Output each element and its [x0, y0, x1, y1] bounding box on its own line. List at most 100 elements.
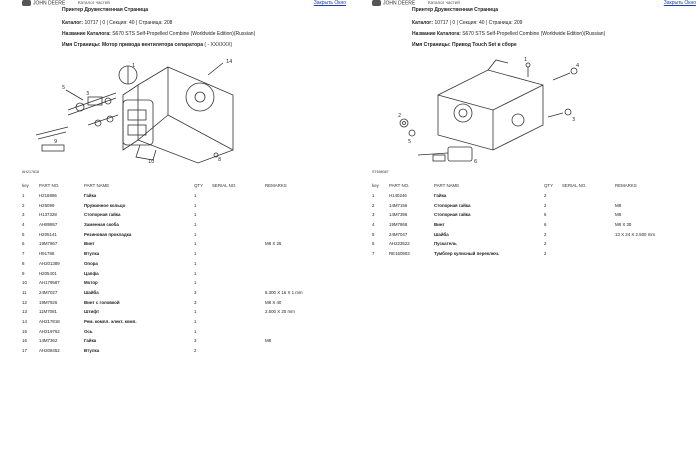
cell-remarks	[265, 210, 322, 220]
cell-serial-no	[212, 239, 265, 249]
catalog-name-line: Название Каталога: S670 STS Self-Propell…	[412, 31, 606, 37]
cell-key: 16	[22, 338, 27, 344]
cell-qty: 1	[194, 241, 197, 247]
cell-part-no: H140246	[389, 193, 407, 199]
cell-remarks	[265, 317, 322, 327]
cell-key: 1	[372, 193, 375, 199]
cell-part-name: Втулка	[84, 251, 100, 257]
cell-qty: 2	[544, 193, 547, 199]
catalog-line: Каталог: 10717 | 0 | Секция: 40 | Страни…	[62, 20, 173, 26]
table-header-row: key PART NO. PART NAME QTY SERIAL NO. RE…	[22, 181, 322, 191]
cell-part-name: Гайка	[84, 193, 97, 199]
cell-qty: 3	[194, 338, 197, 344]
cell-serial-no	[212, 220, 265, 230]
cell-remarks	[615, 191, 672, 201]
cell-serial-no	[212, 210, 265, 220]
cell-part-name: Винт с головкой	[84, 299, 120, 305]
cell-remarks: M8 X 40	[265, 299, 282, 305]
cell-part-no: H25099	[39, 202, 55, 208]
col-qty: QTY	[194, 183, 204, 189]
cell-serial-no	[212, 336, 265, 346]
cell-part-no: AH201389	[39, 260, 60, 266]
cell-remarks	[265, 278, 322, 288]
cell-remarks	[265, 249, 322, 259]
cell-part-name: Гайка	[434, 193, 447, 199]
svg-text:3: 3	[572, 117, 575, 123]
svg-text:14: 14	[226, 59, 232, 65]
cell-serial-no	[562, 210, 615, 220]
svg-text:1: 1	[132, 63, 135, 69]
cell-part-name: Опора	[84, 260, 98, 266]
cell-part-no: 14M7156	[389, 202, 408, 208]
cell-key: 14	[22, 318, 27, 324]
cell-part-name: Винт	[434, 222, 445, 228]
top-line: Каталог частей	[78, 0, 110, 5]
svg-text:5: 5	[62, 85, 65, 91]
cell-part-name: Рем. компл. элект. комп.	[84, 318, 137, 324]
cell-qty: 1	[194, 270, 197, 276]
cell-remarks: 2.500 X 20 mm	[265, 309, 295, 315]
cell-remarks	[265, 268, 322, 278]
deer-logo-icon	[22, 0, 31, 6]
cell-qty: 1	[194, 193, 197, 199]
close-window-link[interactable]: Закрыть Окно	[313, 0, 346, 6]
cell-key: 3	[22, 212, 25, 218]
cell-key: 8	[22, 260, 25, 266]
cell-serial-no	[212, 259, 265, 269]
cell-key: 6	[22, 241, 25, 247]
cell-part-no: H216886	[39, 193, 57, 199]
cell-remarks	[615, 249, 672, 259]
svg-text:6: 6	[474, 159, 477, 165]
svg-text:3: 3	[86, 91, 89, 97]
cell-serial-no	[212, 288, 265, 298]
cell-part-name: Втулка	[84, 348, 100, 354]
svg-text:8: 8	[218, 157, 221, 163]
svg-text:10: 10	[148, 159, 154, 165]
cell-serial-no	[562, 220, 615, 230]
cell-key: 3	[372, 212, 375, 218]
cell-qty: 2	[194, 348, 197, 354]
cell-qty: 3	[194, 299, 197, 305]
cell-key: 2	[372, 202, 375, 208]
cell-part-name: Ось	[84, 328, 93, 334]
cell-qty: 1	[194, 280, 197, 286]
cell-serial-no	[212, 229, 265, 239]
col-serial-no: SERIAL NO.	[562, 183, 587, 189]
cell-serial-no	[212, 307, 265, 317]
cell-part-no: 19M7868	[389, 222, 408, 228]
svg-text:2: 2	[398, 113, 401, 119]
cell-serial-no	[562, 239, 615, 249]
parts-page-208: JOHN DEERE Каталог частей Закрыть Окно П…	[22, 0, 346, 356]
cell-remarks: M8	[615, 202, 622, 208]
cell-qty: 6	[544, 212, 547, 218]
cell-remarks: M8	[265, 338, 272, 344]
cell-key: 6	[372, 241, 375, 247]
cell-serial-no	[212, 326, 265, 336]
cell-serial-no	[562, 249, 615, 259]
figure-id: AH217818	[22, 170, 39, 174]
cell-qty: 1	[194, 202, 197, 208]
cell-part-name: Гайка	[84, 338, 97, 344]
cell-serial-no	[212, 191, 265, 201]
cell-serial-no	[212, 297, 265, 307]
print-title: Принтер Дружественная Страница	[412, 7, 499, 13]
cell-qty: 1	[194, 231, 197, 237]
close-window-link[interactable]: Закрыть Окно	[663, 0, 696, 6]
brand-logo: JOHN DEERE	[22, 0, 65, 6]
brand-logo: JOHN DEERE	[372, 0, 415, 6]
cell-remarks	[265, 191, 322, 201]
col-part-no: PART NO.	[39, 183, 60, 189]
top-line: Каталог частей	[428, 0, 460, 5]
